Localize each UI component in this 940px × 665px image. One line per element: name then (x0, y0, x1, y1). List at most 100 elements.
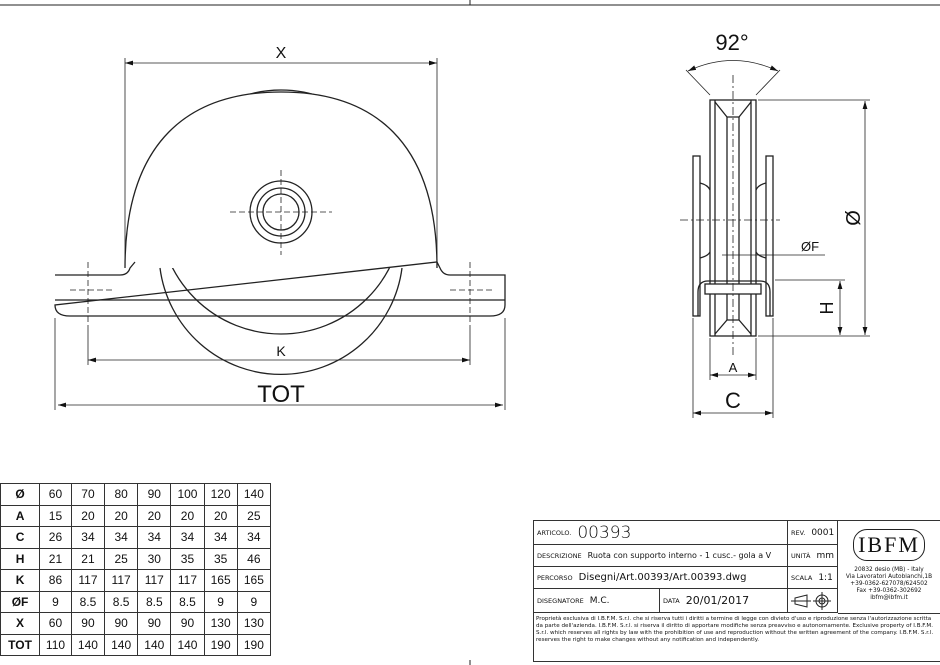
scala-cell: SCALA 1:1 (788, 567, 838, 589)
spec-cell: 90 (137, 612, 172, 635)
spec-row-label: ØF (0, 590, 41, 613)
rev-cell: REV.0001 (788, 521, 838, 545)
dim-tot-label: TOT (257, 381, 305, 408)
descrizione-value: Ruota con supporto interno - 1 cusc.- go… (587, 551, 772, 560)
spec-cell: 60 (39, 612, 72, 635)
percorso-label: PERCORSO (537, 573, 573, 582)
spec-cell: 30 (137, 547, 172, 570)
spec-cell: 140 (137, 633, 172, 656)
projection-symbol-icon (788, 589, 838, 613)
dim-h-label: H (817, 302, 837, 315)
base-plate (54, 261, 506, 317)
spec-cell: 8.5 (137, 590, 172, 613)
scala-label: SCALA (791, 573, 813, 582)
spec-cell: 9 (236, 590, 272, 613)
data-value: 20/01/2017 (685, 594, 750, 607)
spec-cell: 60 (39, 483, 72, 506)
spec-cell: 120 (203, 483, 238, 506)
data-label: DATA (663, 596, 680, 605)
spec-cell: 20 (170, 504, 205, 527)
spec-cell: 140 (70, 633, 106, 656)
spec-cell: 110 (39, 633, 72, 656)
spec-cell: 9 (39, 590, 72, 613)
unita-value: mm (816, 550, 834, 561)
dim-c-label: C (725, 388, 741, 413)
spec-cell: 34 (170, 526, 205, 549)
dim-x-label: X (276, 45, 287, 62)
articolo-value: 00393 (577, 522, 632, 543)
spec-cell: 35 (203, 547, 238, 570)
spec-cell: 34 (137, 526, 172, 549)
spec-cell: 90 (70, 612, 106, 635)
spec-cell: 117 (70, 569, 106, 592)
dim-a-label: A (729, 360, 738, 375)
spec-cell: 8.5 (170, 590, 205, 613)
spec-cell: 100 (170, 483, 205, 506)
address-line: Fax +39-0362-302692 (856, 588, 922, 594)
spec-cell: 140 (170, 633, 205, 656)
dim-f-label: ØF (801, 239, 819, 254)
spec-cell: 140 (236, 483, 272, 506)
spec-cell: 165 (203, 569, 238, 592)
spec-cell: 34 (104, 526, 139, 549)
spec-cell: 80 (104, 483, 139, 506)
disegnatore-value: M.C. (589, 595, 610, 606)
spec-cell: 90 (137, 483, 172, 506)
spec-cell: 21 (39, 547, 72, 570)
scala-value: 1:1 (818, 572, 833, 583)
spec-row-label: X (0, 612, 41, 635)
spec-cell: 165 (236, 569, 272, 592)
spec-row-label: K (0, 569, 41, 592)
spec-row-label: H (0, 547, 41, 570)
spec-row-label: Ø (0, 483, 41, 506)
address-line: Via Lavoratori Autobianchi,1B (845, 574, 933, 580)
company-block: IBFM 20832 desio (MB) - Italy Via Lavora… (838, 521, 940, 614)
spec-cell: 34 (236, 526, 272, 549)
spec-cell: 117 (137, 569, 172, 592)
spec-cell: 46 (236, 547, 272, 570)
articolo-label: ARTICOLO. (537, 528, 572, 537)
spec-cell: 90 (104, 612, 139, 635)
spec-cell: 34 (70, 526, 106, 549)
spec-cell: 117 (170, 569, 205, 592)
spec-cell: 190 (203, 633, 238, 656)
dim-diameter-label: Ø (843, 210, 865, 226)
company-address: 20832 desio (MB) - Italy Via Lavoratori … (838, 567, 940, 602)
spec-cell: 90 (170, 612, 205, 635)
spec-cell: 20 (104, 504, 139, 527)
unita-label: UNITÀ (791, 551, 811, 560)
address-line: +39-0362-627078/624502 (850, 581, 928, 587)
side-view (680, 60, 870, 418)
address-line: 20832 desio (MB) - Italy (854, 567, 924, 573)
copyright-notice: Proprietà esclusiva di I.B.F.M. S.r.l. c… (536, 616, 934, 643)
angle-arc (687, 60, 779, 72)
spec-cell: 86 (39, 569, 72, 592)
spec-cell: 190 (236, 633, 272, 656)
data-cell: DATA 20/01/2017 (660, 589, 788, 613)
spec-cell: 34 (203, 526, 238, 549)
ibfm-logo: IBFM (853, 529, 925, 561)
spec-cell: 20 (70, 504, 106, 527)
spec-cell: 130 (203, 612, 238, 635)
spec-cell: 25 (236, 504, 272, 527)
spec-cell: 21 (70, 547, 106, 570)
angle-label: 92° (715, 30, 748, 55)
articolo-cell: ARTICOLO. 00393 (534, 521, 788, 545)
spec-cell: 70 (70, 483, 106, 506)
spec-cell: 15 (39, 504, 72, 527)
spec-cell: 8.5 (104, 590, 139, 613)
